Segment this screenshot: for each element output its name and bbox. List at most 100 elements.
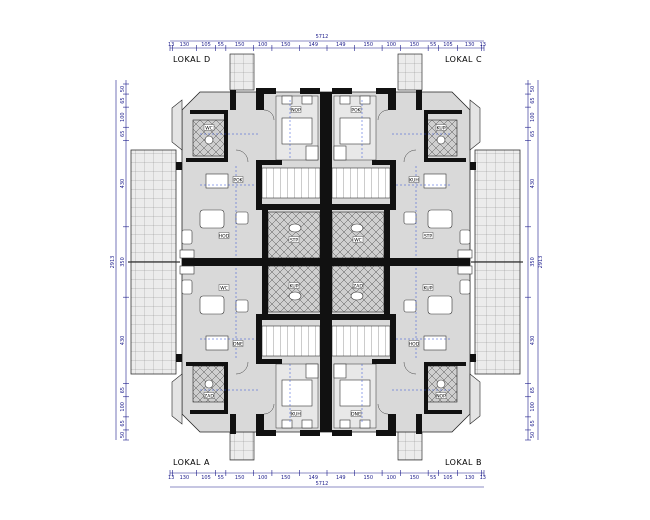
- room-tag-label: ZAD: [353, 283, 363, 289]
- dim-right-seg-2: 100: [530, 112, 536, 122]
- dim-left-seg-4: 430: [120, 179, 126, 189]
- dim-bottom-seg-1: 130: [180, 475, 190, 481]
- dim-top-total: 5712: [316, 34, 329, 40]
- room-tag: [203, 392, 215, 399]
- dim-right-seg-3: 65: [530, 131, 536, 137]
- room-tag-label: NOP: [436, 393, 446, 399]
- terrace-left: [128, 149, 180, 375]
- dim-left-seg-2: 100: [120, 112, 126, 122]
- room-tag: [218, 232, 230, 239]
- dim-top-seg-7: 149: [308, 42, 318, 48]
- dim-right-seg-9: 65: [530, 420, 536, 426]
- room-tag: [408, 176, 420, 183]
- room-tag: [290, 106, 302, 113]
- unit-label-a: LOKAL A: [173, 458, 210, 467]
- room-tag-label: WC: [220, 285, 228, 291]
- dim-bottom-seg-3: 55: [218, 475, 224, 481]
- walls: [176, 88, 476, 436]
- dim-top-seg-10: 100: [387, 42, 397, 48]
- dim-left-total: 2913: [110, 256, 116, 269]
- dim-bottom-seg-9: 150: [364, 475, 374, 481]
- room-tag-label: ZAD: [204, 393, 214, 399]
- room-tag-label: NOP: [291, 107, 301, 113]
- room-tag-label: POK: [233, 177, 243, 183]
- dim-bottom-seg-8: 149: [336, 475, 346, 481]
- room-tag: [288, 236, 300, 243]
- unit-label-b: LOKAL B: [445, 458, 482, 467]
- room-tag-label: KUP: [424, 285, 433, 291]
- room-tag: [288, 282, 300, 289]
- room-tag-label: STP: [290, 237, 299, 243]
- room-tag-label: KUP: [437, 125, 446, 131]
- dim-left-seg-10: 50: [120, 432, 126, 438]
- dim-top-seg-3: 55: [218, 42, 224, 48]
- room-tag: [232, 176, 244, 183]
- dim-bottom-seg-14: 130: [465, 475, 475, 481]
- dim-right-seg-5: 350: [530, 257, 536, 267]
- dimensions-left: [115, 80, 129, 441]
- room-tag-label: KUH: [291, 411, 301, 417]
- dim-top-seg-1: 130: [180, 42, 190, 48]
- dim-right-total: 2913: [538, 256, 544, 269]
- dimensions-right: [525, 80, 539, 441]
- room-tag: [218, 284, 230, 291]
- dimensions-bottom: [169, 470, 485, 488]
- terrace-right: [471, 149, 523, 375]
- dim-top-seg-15: 13: [480, 42, 486, 48]
- dim-left-seg-8: 100: [120, 402, 126, 412]
- dim-left-seg-3: 65: [120, 131, 126, 137]
- dim-top-seg-6: 150: [281, 42, 291, 48]
- dim-right-seg-4: 430: [530, 179, 536, 189]
- room-tag-label: DNE: [351, 411, 361, 417]
- room-tag: [352, 282, 364, 289]
- room-tag-label: WC: [354, 237, 362, 243]
- dim-left-seg-1: 65: [120, 97, 126, 103]
- dim-top-seg-8: 149: [336, 42, 346, 48]
- dim-right-seg-8: 100: [530, 402, 536, 412]
- room-tag: [435, 124, 447, 131]
- interior-dimensions: [200, 100, 452, 424]
- dim-left-seg-7: 65: [120, 387, 126, 393]
- dim-bottom-seg-0: 13: [168, 475, 174, 481]
- room-tag: [350, 106, 362, 113]
- room-tag-label: STP: [424, 233, 433, 239]
- dim-top-seg-2: 105: [201, 42, 211, 48]
- dim-top-seg-14: 130: [465, 42, 475, 48]
- room-tag: [290, 410, 302, 417]
- room-tag-label: HOD: [409, 341, 420, 347]
- dim-right-seg-7: 65: [530, 387, 536, 393]
- dim-right-seg-10: 50: [530, 432, 536, 438]
- dim-left-segments: 50 65 100 65 430 350 430 65 100 65 50: [120, 86, 126, 438]
- dim-top-seg-9: 150: [364, 42, 374, 48]
- dim-bottom-seg-10: 100: [387, 475, 397, 481]
- room-tag: [352, 236, 364, 243]
- door-swings: [235, 109, 417, 415]
- dim-left-seg-6: 430: [120, 336, 126, 346]
- furniture: [179, 95, 473, 429]
- dim-left-seg-9: 65: [120, 420, 126, 426]
- dimensions-top: [169, 40, 485, 51]
- unit-label-c: LOKAL C: [445, 55, 482, 64]
- dim-left-seg-5: 350: [120, 257, 126, 267]
- dim-top-seg-11: 150: [410, 42, 420, 48]
- unit-label-d: LOKAL D: [173, 55, 211, 64]
- dim-top-seg-4: 150: [235, 42, 245, 48]
- room-tag: [422, 284, 434, 291]
- room-tag: [232, 340, 244, 347]
- room-tag-label: DNE: [233, 341, 243, 347]
- dim-top-seg-12: 55: [430, 42, 436, 48]
- dim-bottom-seg-15: 13: [480, 475, 486, 481]
- room-tag: [408, 340, 420, 347]
- dim-bottom-seg-13: 105: [443, 475, 453, 481]
- dim-bottom-seg-12: 55: [430, 475, 436, 481]
- dim-bottom-seg-2: 105: [201, 475, 211, 481]
- room-tag: [422, 232, 434, 239]
- dim-left-seg-0: 50: [120, 86, 126, 92]
- dim-right-seg-0: 50: [530, 86, 536, 92]
- room-tag: [350, 410, 362, 417]
- dim-bottom-seg-4: 150: [235, 475, 245, 481]
